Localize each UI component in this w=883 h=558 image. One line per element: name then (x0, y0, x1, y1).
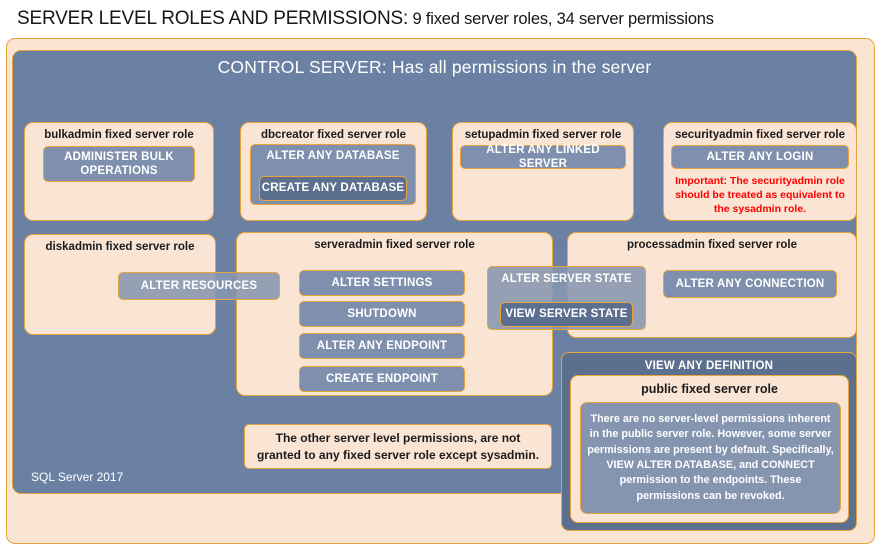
permission-view-server-state[interactable]: VIEW SERVER STATE (500, 302, 633, 327)
role-title-diskadmin: diskadmin fixed server role (45, 241, 195, 253)
permission-create-any-database[interactable]: CREATE ANY DATABASE (259, 176, 407, 201)
securityadmin-warning-note: Important: The securityadmin role should… (675, 175, 845, 216)
permission-alter-server-state-label: ALTER SERVER STATE (501, 273, 632, 285)
permission-administer-bulk-operations[interactable]: ADMINISTER BULK OPERATIONS (43, 146, 195, 182)
role-title-serveradmin: serveradmin fixed server role (314, 239, 475, 251)
view-any-definition-container: VIEW ANY DEFINITION public fixed server … (561, 352, 857, 531)
role-card-setupadmin: setupadmin fixed server role (452, 122, 634, 221)
permission-alter-any-login[interactable]: ALTER ANY LOGIN (671, 145, 849, 169)
sql-server-version-label: SQL Server 2017 (31, 470, 124, 484)
role-title-processadmin: processadmin fixed server role (626, 239, 798, 251)
permission-alter-any-connection[interactable]: ALTER ANY CONNECTION (663, 270, 837, 298)
other-permissions-note: The other server level permissions, are … (244, 424, 552, 469)
role-title-public: public fixed server role (641, 382, 778, 396)
role-title-securityadmin: securityadmin fixed server role (674, 129, 846, 141)
role-title-setupadmin: setupadmin fixed server role (464, 129, 622, 141)
permission-alter-any-linked-server[interactable]: ALTER ANY LINKED SERVER (460, 144, 626, 170)
permission-alter-any-endpoint[interactable]: ALTER ANY ENDPOINT (299, 333, 465, 359)
permission-alter-settings[interactable]: ALTER SETTINGS (299, 270, 465, 296)
role-card-securityadmin: securityadmin fixed server role (663, 122, 857, 221)
public-role-description-note: There are no server-level permissions in… (580, 402, 841, 514)
role-title-bulkadmin: bulkadmin fixed server role (44, 129, 194, 141)
role-card-public: public fixed server role There are no se… (570, 375, 849, 523)
page-title: SERVER LEVEL ROLES AND PERMISSIONS: 9 fi… (17, 8, 867, 34)
permission-view-any-definition[interactable]: VIEW ANY DEFINITION (644, 360, 774, 372)
page-title-strong: SERVER LEVEL ROLES AND PERMISSIONS: (17, 8, 409, 29)
permission-alter-any-database-label: ALTER ANY DATABASE (266, 150, 400, 162)
permission-create-endpoint[interactable]: CREATE ENDPOINT (299, 366, 465, 392)
permission-alter-resources[interactable]: ALTER RESOURCES (118, 272, 280, 300)
control-server-label: CONTROL SERVER: Has all permissions in t… (217, 57, 652, 77)
permission-shutdown[interactable]: SHUTDOWN (299, 301, 465, 327)
role-title-dbcreator: dbcreator fixed server role (260, 129, 407, 141)
page-title-rest: 9 fixed server roles, 34 server permissi… (408, 10, 714, 28)
